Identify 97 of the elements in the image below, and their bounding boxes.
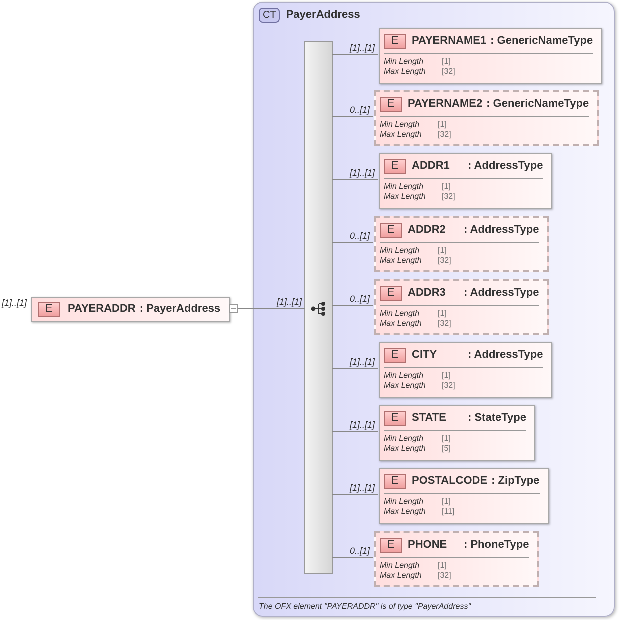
connector-line — [332, 116, 374, 118]
facet-name: Max Length — [384, 192, 427, 202]
connector-line — [332, 368, 378, 370]
facet-value: [1] — [442, 370, 452, 380]
element-badge: E — [384, 34, 406, 49]
element-name: PAYERNAME1 — [412, 34, 487, 49]
facet-name: Min Length — [384, 370, 425, 380]
facet-name: Min Length — [384, 434, 425, 444]
facet-name: Min Length — [384, 182, 425, 192]
complex-type-panel — [253, 2, 615, 617]
element-type: : AddressType — [464, 286, 540, 301]
cardinality: 0..[1] — [350, 230, 370, 243]
element-badge: E — [380, 286, 402, 301]
cardinality: 0..[1] — [350, 293, 370, 306]
complex-type-badge: CT — [259, 8, 280, 23]
facet-value: [1] — [442, 56, 452, 66]
cardinality: [1]..[1] — [350, 356, 375, 369]
element-badge: E — [380, 96, 402, 112]
element-type: : ZipType — [492, 474, 540, 489]
facet-value: [32] — [442, 66, 456, 76]
element-type: : PayerAddress — [140, 302, 221, 318]
facet-value: [1] — [438, 120, 448, 130]
cardinality: [1]..[1] — [2, 297, 28, 310]
element-box — [379, 405, 536, 461]
element-badge: E — [38, 302, 60, 317]
facet-value: [32] — [442, 192, 456, 202]
facet-name: Min Length — [380, 560, 421, 570]
element-box — [374, 279, 550, 335]
facet-value: [32] — [438, 130, 452, 140]
facet-name: Max Length — [384, 66, 427, 76]
element-type: : AddressType — [464, 223, 540, 238]
facet-name: Max Length — [384, 506, 427, 516]
element-box — [374, 216, 550, 272]
facet-name: Max Length — [380, 570, 423, 580]
cardinality: 0..[1] — [350, 545, 370, 558]
type-name: PayerAddress — [286, 8, 360, 23]
facet-value: [11] — [442, 506, 456, 516]
element-box — [379, 342, 552, 398]
element-type: : StateType — [468, 411, 526, 426]
element-type: : AddressType — [468, 348, 544, 363]
cardinality: [1]..[1] — [350, 482, 375, 495]
cardinality: [1]..[1] — [350, 419, 375, 432]
element-box — [379, 153, 552, 209]
cardinality: [1]..[1] — [350, 167, 375, 180]
element-type: : GenericNameType — [486, 97, 590, 112]
facet-value: [32] — [442, 380, 456, 390]
element-box — [31, 297, 230, 322]
element-badge: E — [380, 538, 402, 553]
facet-value: [1] — [442, 434, 452, 444]
facet-value: [32] — [438, 256, 452, 266]
element-box — [374, 531, 540, 587]
facet-name: Max Length — [380, 318, 423, 328]
sequence-bar — [304, 41, 333, 574]
element-name: POSTALCODE — [412, 474, 488, 489]
cardinality: 0..[1] — [350, 104, 370, 117]
facet-value: [1] — [442, 496, 452, 506]
element-name: PHONE — [408, 538, 448, 553]
facet-name: Max Length — [380, 256, 423, 266]
element-box — [374, 90, 600, 146]
element-name: ADDR1 — [412, 159, 451, 174]
element-type: : PhoneType — [464, 538, 530, 553]
facet-value: [5] — [442, 444, 452, 454]
element-name: PAYERNAME2 — [408, 97, 483, 112]
facet-value: [32] — [438, 318, 452, 328]
cardinality: [1]..[1] — [350, 42, 375, 55]
connector-line — [332, 242, 374, 244]
facet-name: Min Length — [384, 56, 425, 66]
element-type: : GenericNameType — [490, 34, 594, 49]
facet-name: Max Length — [380, 130, 423, 140]
facet-value: [32] — [438, 570, 452, 580]
element-badge: E — [384, 410, 406, 426]
element-name: ADDR2 — [408, 223, 447, 238]
element-name: CITY — [412, 348, 438, 363]
element-badge: E — [384, 348, 406, 363]
facet-value: [1] — [438, 308, 448, 318]
element-badge: E — [384, 158, 406, 174]
facet-name: Min Length — [380, 246, 421, 256]
element-name: PAYERADDR — [68, 302, 136, 318]
facet-value: [1] — [438, 246, 448, 256]
element-box — [379, 468, 549, 524]
facet-name: Min Length — [380, 120, 421, 130]
element-name: ADDR3 — [408, 286, 447, 301]
facet-name: Min Length — [384, 496, 425, 506]
facet-value: [1] — [442, 182, 452, 192]
element-badge: E — [380, 222, 402, 238]
connector-line — [332, 494, 378, 496]
facet-name: Max Length — [384, 444, 427, 454]
connector-line — [332, 54, 378, 56]
facet-name: Min Length — [380, 308, 421, 318]
element-type: : AddressType — [468, 159, 544, 174]
facet-name: Max Length — [384, 380, 427, 390]
documentation-note: The OFX element "PAYERADDR" is of type "PayerAddress" — [259, 601, 472, 613]
cardinality: [1]..[1] — [276, 296, 302, 309]
element-box — [379, 28, 602, 84]
element-badge: E — [384, 474, 406, 489]
facet-value: [1] — [438, 560, 448, 570]
element-name: STATE — [412, 411, 448, 426]
